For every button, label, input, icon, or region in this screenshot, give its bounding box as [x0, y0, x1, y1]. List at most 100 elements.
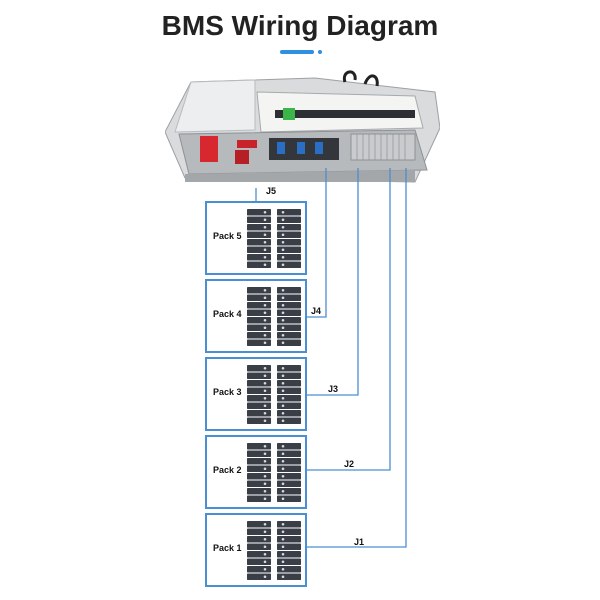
battery-cell — [247, 239, 271, 246]
battery-cell — [277, 309, 301, 316]
battery-cell — [277, 317, 301, 324]
battery-cell — [247, 573, 271, 580]
battery-cell — [247, 410, 271, 417]
pack-label: Pack 4 — [213, 309, 242, 319]
pack-3-box: Pack 3 — [205, 357, 307, 431]
battery-cell — [247, 302, 271, 309]
battery-cell — [247, 309, 271, 316]
pack-2-box: Pack 2 — [205, 435, 307, 509]
battery-cell — [277, 417, 301, 424]
battery-cell — [247, 465, 271, 472]
battery-cell — [247, 402, 271, 409]
connector-label-j1: J1 — [354, 537, 365, 547]
battery-cell — [277, 458, 301, 465]
battery-cell — [247, 543, 271, 550]
battery-cell — [277, 380, 301, 387]
battery-cell — [277, 387, 301, 394]
pack-label: Pack 5 — [213, 231, 242, 241]
bms-device-image — [165, 70, 440, 183]
battery-cell — [247, 566, 271, 573]
battery-cell — [247, 231, 271, 238]
battery-cell — [277, 287, 301, 294]
battery-cell — [277, 465, 301, 472]
battery-cell — [247, 387, 271, 394]
battery-cell — [247, 339, 271, 346]
pack-label: Pack 2 — [213, 465, 242, 475]
battery-cell — [277, 566, 301, 573]
battery-cell — [247, 209, 271, 216]
battery-cell — [277, 372, 301, 379]
battery-cell — [277, 450, 301, 457]
pack-label: Pack 1 — [213, 543, 242, 553]
battery-cell — [277, 473, 301, 480]
battery-cell — [277, 239, 301, 246]
battery-cell — [277, 495, 301, 502]
battery-cell — [277, 488, 301, 495]
battery-cell — [277, 410, 301, 417]
battery-cell — [247, 365, 271, 372]
battery-cell — [277, 261, 301, 268]
connector-label-j5: J5 — [266, 186, 277, 196]
page-title: BMS Wiring Diagram — [161, 10, 439, 41]
connector-label-j3: J3 — [328, 384, 339, 394]
pack-5-box: Pack 5 — [205, 201, 307, 275]
battery-cells-image — [247, 365, 301, 424]
battery-cell — [277, 528, 301, 535]
wire-j1 — [307, 168, 407, 548]
battery-cell — [247, 488, 271, 495]
battery-cell — [247, 380, 271, 387]
battery-cell — [247, 473, 271, 480]
battery-cell — [277, 224, 301, 231]
wire-j3 — [307, 168, 359, 396]
battery-cell — [247, 246, 271, 253]
battery-cell — [247, 480, 271, 487]
battery-cell — [247, 558, 271, 565]
battery-cell — [247, 458, 271, 465]
battery-cell — [277, 209, 301, 216]
battery-cell — [247, 224, 271, 231]
connector-label-j4: J4 — [311, 306, 322, 316]
pack-4-box: Pack 4 — [205, 279, 307, 353]
battery-cell — [277, 231, 301, 238]
pack-1-box: Pack 1 — [205, 513, 307, 587]
battery-cell — [247, 261, 271, 268]
battery-cell — [247, 536, 271, 543]
battery-cell — [277, 558, 301, 565]
battery-cell — [277, 216, 301, 223]
battery-cell — [277, 339, 301, 346]
battery-cell — [247, 551, 271, 558]
battery-cell — [277, 332, 301, 339]
battery-cell — [247, 372, 271, 379]
battery-cell — [277, 294, 301, 301]
pack-label: Pack 3 — [213, 387, 242, 397]
battery-cell — [277, 521, 301, 528]
battery-cell — [247, 450, 271, 457]
battery-cell — [247, 324, 271, 331]
battery-cell — [277, 324, 301, 331]
battery-cell — [277, 246, 301, 253]
battery-cell — [277, 573, 301, 580]
battery-cell — [247, 216, 271, 223]
title-underline-dot — [318, 50, 322, 54]
battery-cell — [247, 317, 271, 324]
battery-cells-image — [247, 209, 301, 268]
battery-cell — [247, 495, 271, 502]
battery-cell — [277, 395, 301, 402]
battery-cell — [277, 480, 301, 487]
battery-cell — [277, 536, 301, 543]
battery-cells-image — [247, 287, 301, 346]
battery-cell — [277, 543, 301, 550]
battery-cell — [277, 302, 301, 309]
title-underline — [280, 50, 314, 54]
wire-j4 — [307, 168, 327, 318]
battery-cell — [277, 254, 301, 261]
battery-cell — [247, 417, 271, 424]
battery-cell — [247, 332, 271, 339]
battery-cell — [277, 402, 301, 409]
battery-cell — [247, 287, 271, 294]
battery-cells-image — [247, 443, 301, 502]
battery-cell — [247, 254, 271, 261]
battery-cell — [277, 443, 301, 450]
battery-cell — [277, 551, 301, 558]
